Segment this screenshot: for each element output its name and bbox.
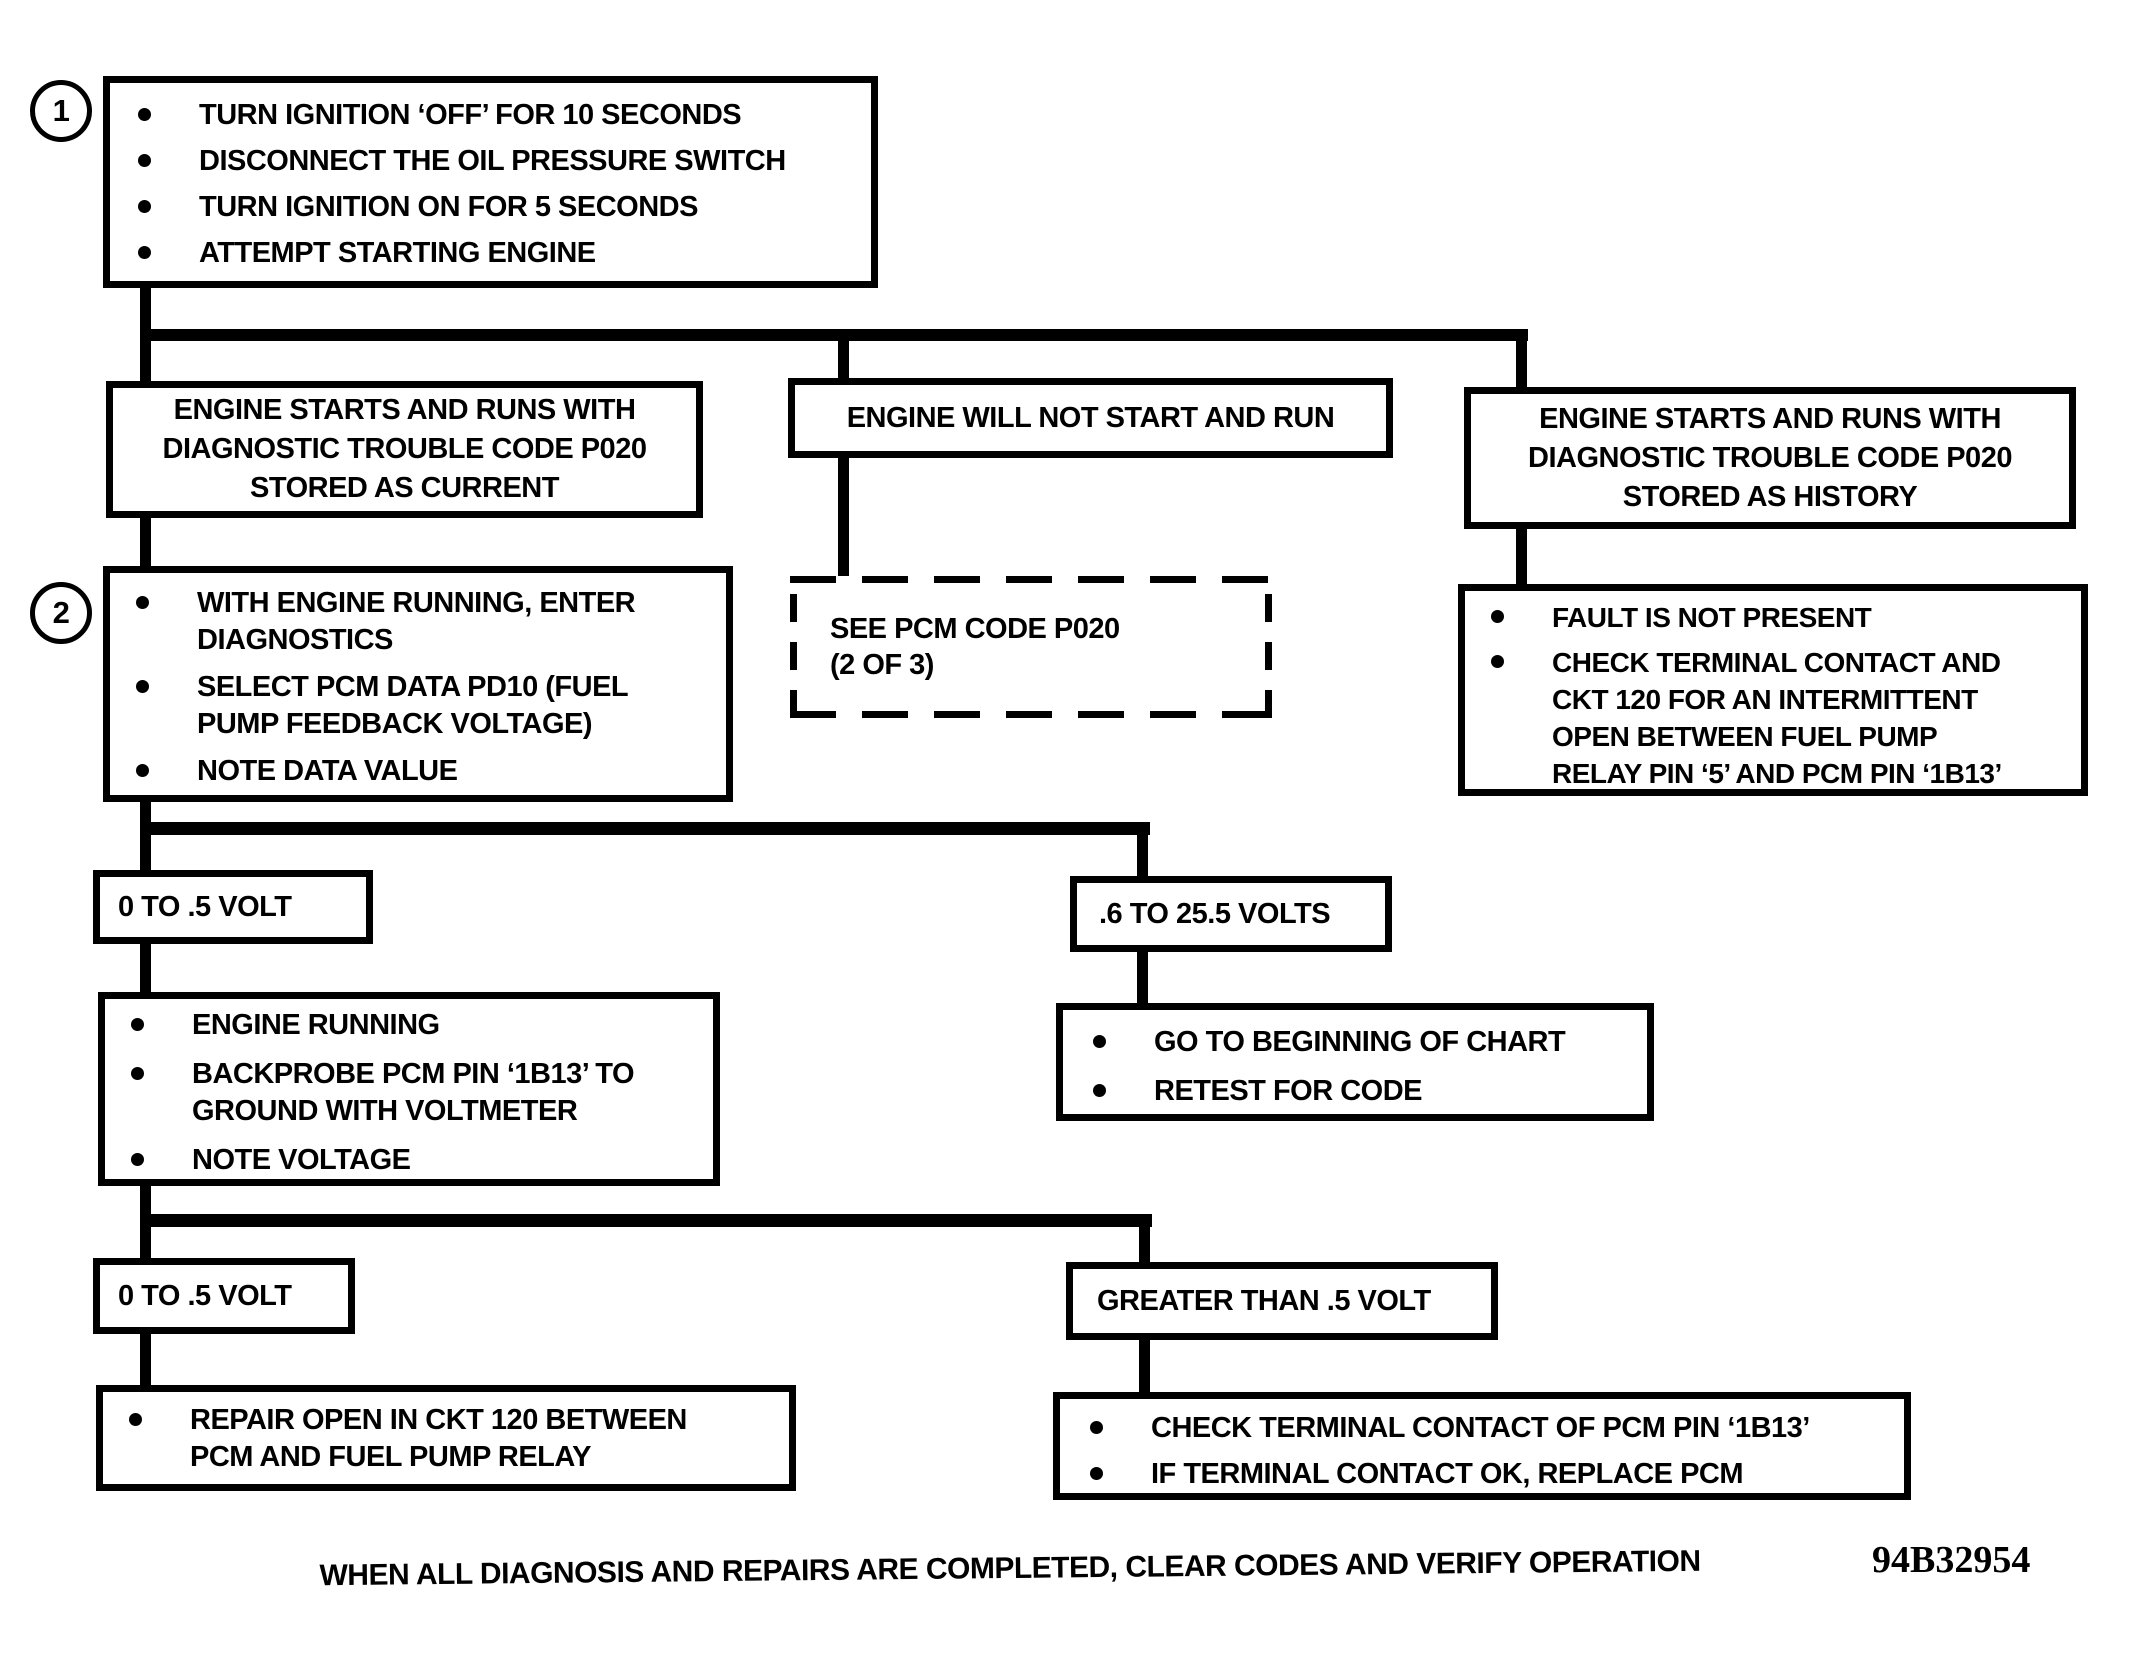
list-item: NOTE VOLTAGE [131, 1142, 703, 1179]
list-item: TURN IGNITION ON FOR 5 SECONDS [138, 191, 853, 224]
step1-item-4: ATTEMPT STARTING ENGINE [199, 237, 596, 269]
connector-branch-right-down [1516, 337, 1527, 391]
bullet-icon [138, 200, 151, 213]
branch-history-box: ENGINE STARTS AND RUNS WITH DIAGNOSTIC T… [1464, 387, 2076, 529]
bullet-icon [131, 1067, 144, 1080]
bullet-icon [138, 108, 151, 121]
footer-note: WHEN ALL DIAGNOSIS AND REPAIRS ARE COMPL… [319, 1544, 1701, 1593]
connector-nostart-to-seepcm [838, 456, 849, 581]
volt-low-1-text: 0 TO .5 VOLT [118, 890, 292, 923]
go-to-beginning-item-1: GO TO BEGINNING OF CHART [1154, 1026, 1566, 1058]
step1-box: TURN IGNITION ‘OFF’ FOR 10 SECONDS DISCO… [103, 76, 878, 288]
connector-branch-mid-down [838, 337, 849, 383]
step2-item-2: SELECT PCM DATA PD10 (FUEL PUMP FEEDBACK… [197, 671, 629, 740]
backprobe-item-1: ENGINE RUNNING [192, 1009, 440, 1041]
connector-volt-bar-1 [140, 822, 1150, 835]
history-check-item-2: CHECK TERMINAL CONTACT AND CKT 120 FOR A… [1552, 647, 2002, 789]
branch-no-start-box: ENGINE WILL NOT START AND RUN [788, 378, 1393, 458]
bullet-icon [136, 680, 149, 693]
list-item: REPAIR OPEN IN CKT 120 BETWEEN PCM AND F… [129, 1402, 779, 1476]
volt-low-2-box: 0 TO .5 VOLT [93, 1258, 355, 1334]
step1-item-3: TURN IGNITION ON FOR 5 SECONDS [199, 191, 698, 223]
bullet-icon [1093, 1084, 1106, 1097]
connector-step2-down [140, 800, 151, 873]
list-item: DISCONNECT THE OIL PRESSURE SWITCH [138, 145, 853, 178]
list-item: ATTEMPT STARTING ENGINE [138, 237, 853, 270]
bullet-icon [1090, 1421, 1103, 1434]
bullet-icon [131, 1153, 144, 1166]
branch-no-start-text: ENGINE WILL NOT START AND RUN [846, 401, 1335, 434]
step-marker-1-label: 1 [52, 93, 70, 128]
list-item: RETEST FOR CODE [1093, 1075, 1637, 1108]
list-item: NOTE DATA VALUE [136, 753, 712, 790]
figure-id: 94B32954 [1872, 1539, 2031, 1581]
list-item: GO TO BEGINNING OF CHART [1093, 1026, 1637, 1059]
connector-current-to-step2 [140, 516, 151, 571]
step-marker-2: 2 [30, 582, 92, 644]
go-to-beginning-box: GO TO BEGINNING OF CHART RETEST FOR CODE [1056, 1003, 1654, 1121]
bullet-icon [136, 764, 149, 777]
check-terminal-box: CHECK TERMINAL CONTACT OF PCM PIN ‘1B13’… [1053, 1392, 1911, 1500]
bullet-icon [138, 246, 151, 259]
branch-current-text: ENGINE STARTS AND RUNS WITH DIAGNOSTIC T… [162, 394, 647, 504]
list-item: SELECT PCM DATA PD10 (FUEL PUMP FEEDBACK… [136, 669, 712, 743]
connector-branch-bar [140, 329, 1528, 341]
list-item: ENGINE RUNNING [131, 1007, 703, 1044]
bullet-icon [1093, 1035, 1106, 1048]
branch-current-box: ENGINE STARTS AND RUNS WITH DIAGNOSTIC T… [106, 381, 703, 518]
branch-history-text: ENGINE STARTS AND RUNS WITH DIAGNOSTIC T… [1528, 402, 2012, 513]
backprobe-item-3: NOTE VOLTAGE [192, 1144, 411, 1176]
volt-high-1-text: .6 TO 25.5 VOLTS [1099, 897, 1331, 930]
list-item: IF TERMINAL CONTACT OK, REPLACE PCM [1090, 1458, 1894, 1491]
see-pcm-code-box: SEE PCM CODE P020 (2 OF 3) [790, 576, 1272, 718]
connector-volthigh2-down [1139, 1214, 1150, 1264]
repair-open-box: REPAIR OPEN IN CKT 120 BETWEEN PCM AND F… [96, 1385, 796, 1491]
step-marker-2-label: 2 [52, 595, 70, 630]
list-item: TURN IGNITION ‘OFF’ FOR 10 SECONDS [138, 99, 853, 132]
list-item: FAULT IS NOT PRESENT [1491, 599, 2071, 636]
go-to-beginning-item-2: RETEST FOR CODE [1154, 1075, 1423, 1107]
check-terminal-item-1: CHECK TERMINAL CONTACT OF PCM PIN ‘1B13’ [1151, 1412, 1810, 1444]
bullet-icon [1491, 610, 1504, 623]
step2-box: WITH ENGINE RUNNING, ENTER DIAGNOSTICS S… [103, 566, 733, 802]
backprobe-box: ENGINE RUNNING BACKPROBE PCM PIN ‘1B13’ … [98, 992, 720, 1186]
list-item: CHECK TERMINAL CONTACT OF PCM PIN ‘1B13’ [1090, 1412, 1894, 1445]
list-item: CHECK TERMINAL CONTACT AND CKT 120 FOR A… [1491, 644, 2071, 792]
check-terminal-item-2: IF TERMINAL CONTACT OK, REPLACE PCM [1151, 1458, 1744, 1490]
connector-volthigh2-to-checkterminal [1139, 1338, 1150, 1394]
volt-low-1-box: 0 TO .5 VOLT [93, 870, 373, 944]
list-item: WITH ENGINE RUNNING, ENTER DIAGNOSTICS [136, 585, 712, 659]
list-item: BACKPROBE PCM PIN ‘1B13’ TO GROUND WITH … [131, 1056, 703, 1130]
connector-volthigh1-to-goto [1137, 950, 1148, 1005]
step1-item-2: DISCONNECT THE OIL PRESSURE SWITCH [199, 145, 786, 177]
connector-voltlow1-to-backprobe [140, 942, 151, 994]
history-check-item-1: FAULT IS NOT PRESENT [1552, 602, 1872, 633]
history-check-box: FAULT IS NOT PRESENT CHECK TERMINAL CONT… [1458, 584, 2088, 796]
connector-history-to-check [1516, 527, 1527, 586]
bullet-icon [1491, 655, 1504, 668]
connector-voltlow2-to-repair [140, 1332, 151, 1387]
connector-volthigh1-down [1137, 822, 1148, 879]
bullet-icon [138, 154, 151, 167]
repair-open-item-1: REPAIR OPEN IN CKT 120 BETWEEN PCM AND F… [190, 1404, 687, 1473]
step2-item-3: NOTE DATA VALUE [197, 755, 458, 787]
step2-item-1: WITH ENGINE RUNNING, ENTER DIAGNOSTICS [197, 587, 636, 656]
bullet-icon [136, 596, 149, 609]
bullet-icon [131, 1018, 144, 1031]
volt-low-2-text: 0 TO .5 VOLT [118, 1279, 292, 1312]
bullet-icon [1090, 1467, 1103, 1480]
backprobe-item-2: BACKPROBE PCM PIN ‘1B13’ TO GROUND WITH … [192, 1058, 635, 1127]
volt-high-2-box: GREATER THAN .5 VOLT [1066, 1262, 1498, 1340]
volt-high-1-box: .6 TO 25.5 VOLTS [1070, 876, 1392, 952]
see-pcm-code-text: SEE PCM CODE P020 (2 OF 3) [830, 613, 1120, 681]
volt-high-2-text: GREATER THAN .5 VOLT [1097, 1284, 1431, 1317]
bullet-icon [129, 1413, 142, 1426]
step-marker-1: 1 [30, 80, 92, 142]
step1-item-1: TURN IGNITION ‘OFF’ FOR 10 SECONDS [199, 99, 742, 131]
connector-volt-bar-2 [140, 1214, 1152, 1227]
